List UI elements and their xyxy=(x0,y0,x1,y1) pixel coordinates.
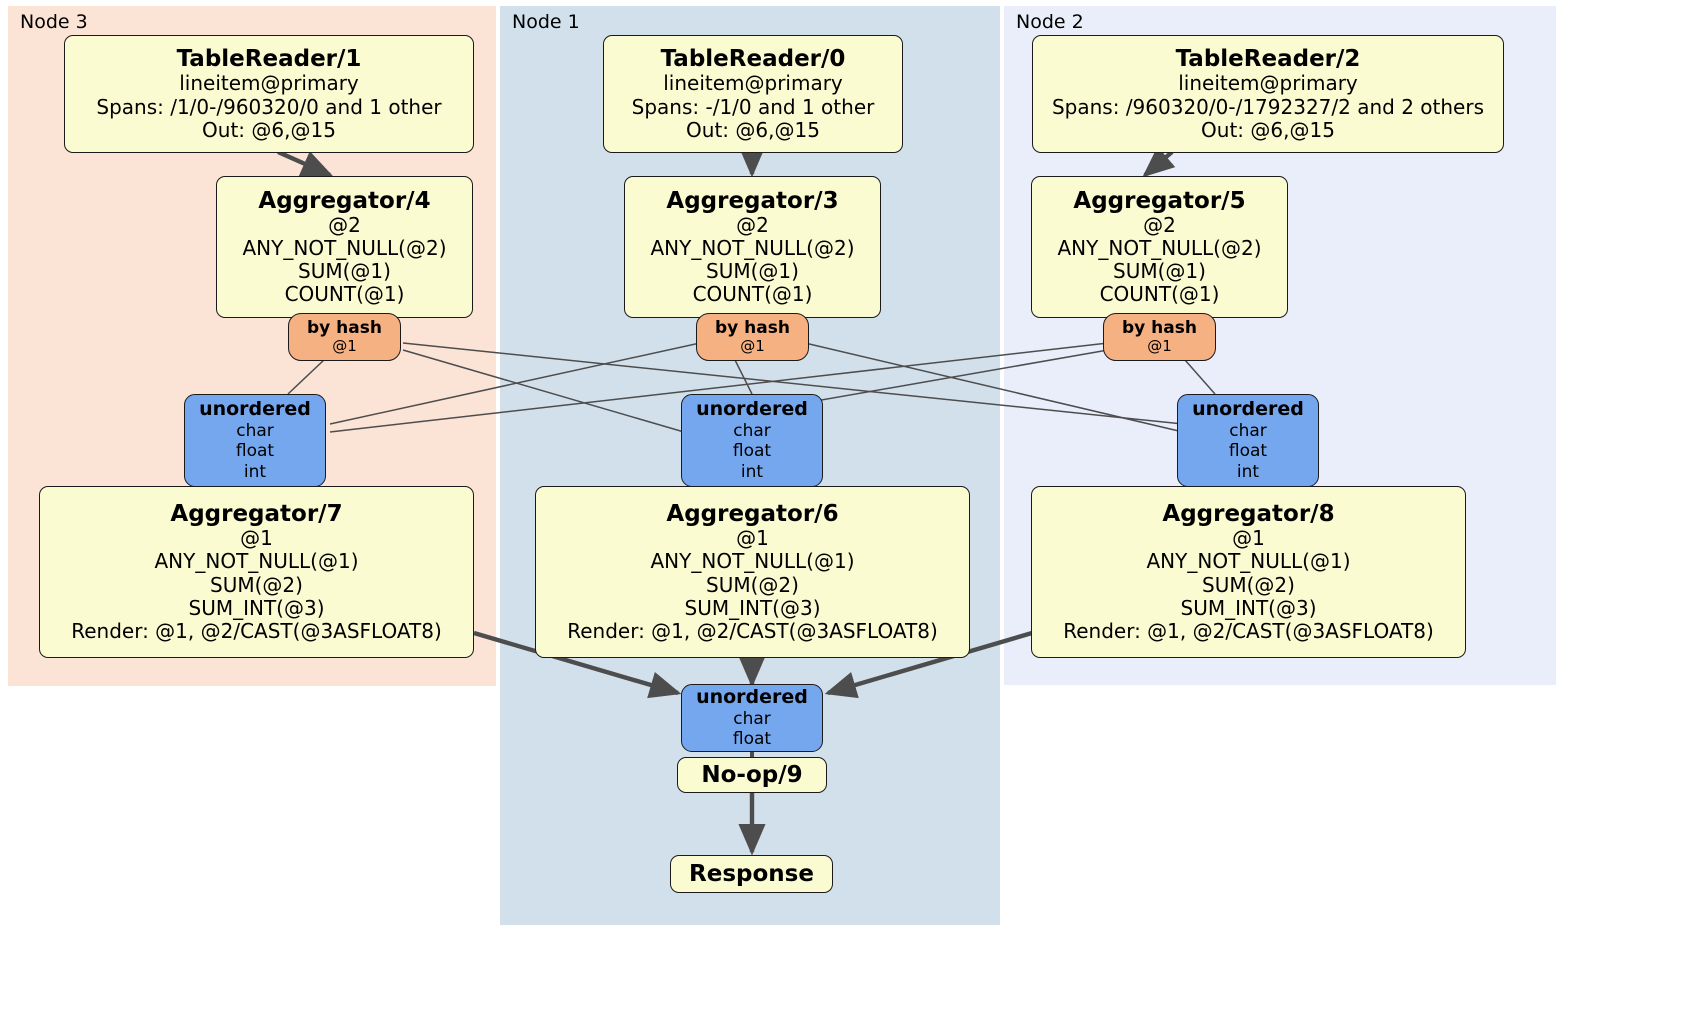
node-detail-line: SUM_INT(@3) xyxy=(188,595,325,620)
node-detail-line: ANY_NOT_NULL(@1) xyxy=(1146,549,1351,574)
node-detail-line: ANY_NOT_NULL(@1) xyxy=(154,549,359,574)
receiver-type-line: int xyxy=(740,461,764,482)
node-aggregator-4[interactable]: Aggregator/4 @2 ANY_NOT_NULL(@2) SUM(@1)… xyxy=(216,176,473,318)
node-detail-line: Spans: /960320/0-/1792327/2 and 2 others xyxy=(1051,94,1484,119)
node-table-reader-2[interactable]: TableReader/2 lineitem@primary Spans: /9… xyxy=(1032,35,1504,153)
receiver-type-line: char xyxy=(733,708,771,729)
receiver-type-line: char xyxy=(236,420,274,441)
panel-label-node1: Node 1 xyxy=(512,11,580,33)
node-detail-line: @2 xyxy=(328,212,361,237)
node-detail-line: Render: @1, @2/CAST(@3ASFLOAT8) xyxy=(1063,618,1434,643)
node-detail-line: lineitem@primary xyxy=(179,71,359,96)
node-detail-line: @1 xyxy=(736,526,769,551)
node-router-by-hash-3[interactable]: by hash @1 xyxy=(696,313,809,361)
router-title: by hash xyxy=(715,318,790,339)
node-table-reader-1[interactable]: TableReader/1 lineitem@primary Spans: /1… xyxy=(64,35,474,153)
node-receiver-unordered-final[interactable]: unordered char float xyxy=(681,684,823,752)
node-detail-line: ANY_NOT_NULL(@2) xyxy=(242,235,447,260)
node-detail-line: ANY_NOT_NULL(@2) xyxy=(650,235,855,260)
node-detail-line: Render: @1, @2/CAST(@3ASFLOAT8) xyxy=(71,618,442,643)
node-detail-line: @2 xyxy=(1143,212,1176,237)
node-detail-line: SUM(@1) xyxy=(706,259,799,284)
receiver-type-line: char xyxy=(1229,420,1267,441)
node-detail-line: ANY_NOT_NULL(@1) xyxy=(650,549,855,574)
node-title: Aggregator/4 xyxy=(258,187,431,214)
receiver-type-line: char xyxy=(733,420,771,441)
node-detail-line: Out: @6,@15 xyxy=(202,117,336,142)
node-aggregator-6[interactable]: Aggregator/6 @1 ANY_NOT_NULL(@1) SUM(@2)… xyxy=(535,486,970,658)
node-detail-line: SUM(@2) xyxy=(706,572,799,597)
receiver-type-line: float xyxy=(235,441,275,462)
node-aggregator-8[interactable]: Aggregator/8 @1 ANY_NOT_NULL(@1) SUM(@2)… xyxy=(1031,486,1466,658)
node-detail-line: COUNT(@1) xyxy=(692,282,813,307)
receiver-title: unordered xyxy=(696,685,808,708)
receiver-title: unordered xyxy=(1192,397,1304,420)
receiver-type-line: float xyxy=(732,728,772,749)
node-title: No-op/9 xyxy=(701,761,803,788)
node-title: Aggregator/3 xyxy=(666,187,839,214)
node-detail-line: SUM(@1) xyxy=(298,259,391,284)
node-receiver-unordered-7[interactable]: unordered char float int xyxy=(184,394,326,487)
receiver-type-line: int xyxy=(243,461,267,482)
node-title: Response xyxy=(689,860,814,887)
node-receiver-unordered-6[interactable]: unordered char float int xyxy=(681,394,823,487)
node-detail-line: lineitem@primary xyxy=(1178,71,1358,96)
node-aggregator-7[interactable]: Aggregator/7 @1 ANY_NOT_NULL(@1) SUM(@2)… xyxy=(39,486,474,658)
node-detail-line: Spans: /1/0-/960320/0 and 1 other xyxy=(96,94,442,119)
router-title: by hash xyxy=(307,318,382,339)
receiver-title: unordered xyxy=(199,397,311,420)
node-title: TableReader/1 xyxy=(176,46,362,73)
node-title: Aggregator/8 xyxy=(1162,500,1335,527)
router-detail-line: @1 xyxy=(1147,337,1172,356)
node-detail-line: ANY_NOT_NULL(@2) xyxy=(1057,235,1262,260)
node-detail-line: SUM_INT(@3) xyxy=(684,595,821,620)
node-title: Aggregator/7 xyxy=(170,500,343,527)
router-title: by hash xyxy=(1122,318,1197,339)
node-detail-line: @1 xyxy=(240,526,273,551)
node-detail-line: Render: @1, @2/CAST(@3ASFLOAT8) xyxy=(567,618,938,643)
node-title: TableReader/0 xyxy=(660,46,846,73)
receiver-type-line: float xyxy=(1228,441,1268,462)
router-detail-line: @1 xyxy=(332,337,357,356)
node-title: Aggregator/5 xyxy=(1073,187,1246,214)
receiver-title: unordered xyxy=(696,397,808,420)
router-detail-line: @1 xyxy=(740,337,765,356)
node-title: Aggregator/6 xyxy=(666,500,839,527)
node-detail-line: SUM(@2) xyxy=(1202,572,1295,597)
panel-label-node3: Node 3 xyxy=(20,11,88,33)
node-detail-line: SUM_INT(@3) xyxy=(1180,595,1317,620)
node-detail-line: SUM(@2) xyxy=(210,572,303,597)
node-detail-line: Out: @6,@15 xyxy=(1201,117,1335,142)
node-aggregator-3[interactable]: Aggregator/3 @2 ANY_NOT_NULL(@2) SUM(@1)… xyxy=(624,176,881,318)
node-no-op-9[interactable]: No-op/9 xyxy=(677,757,827,793)
node-router-by-hash-5[interactable]: by hash @1 xyxy=(1103,313,1216,361)
node-router-by-hash-4[interactable]: by hash @1 xyxy=(288,313,401,361)
node-detail-line: @2 xyxy=(736,212,769,237)
node-detail-line: lineitem@primary xyxy=(663,71,843,96)
node-table-reader-0[interactable]: TableReader/0 lineitem@primary Spans: -/… xyxy=(603,35,903,153)
node-detail-line: @1 xyxy=(1232,526,1265,551)
node-response[interactable]: Response xyxy=(670,855,833,893)
node-receiver-unordered-8[interactable]: unordered char float int xyxy=(1177,394,1319,487)
node-aggregator-5[interactable]: Aggregator/5 @2 ANY_NOT_NULL(@2) SUM(@1)… xyxy=(1031,176,1288,318)
panel-label-node2: Node 2 xyxy=(1016,11,1084,33)
node-detail-line: SUM(@1) xyxy=(1113,259,1206,284)
node-title: TableReader/2 xyxy=(1175,46,1361,73)
node-detail-line: COUNT(@1) xyxy=(284,282,405,307)
node-detail-line: Spans: -/1/0 and 1 other xyxy=(631,94,875,119)
receiver-type-line: int xyxy=(1236,461,1260,482)
receiver-type-line: float xyxy=(732,441,772,462)
node-detail-line: COUNT(@1) xyxy=(1099,282,1220,307)
node-detail-line: Out: @6,@15 xyxy=(686,117,820,142)
